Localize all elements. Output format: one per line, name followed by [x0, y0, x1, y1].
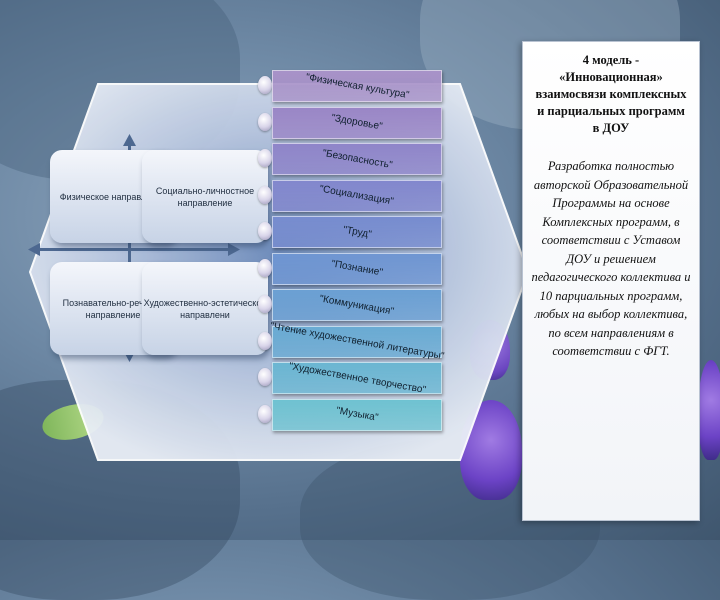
- quadrant-card-social: Социально-личностное направление: [142, 150, 268, 243]
- stack-item-label: "Познание": [330, 258, 384, 279]
- stack-connector-bead: [258, 295, 272, 313]
- stack-connector-bead: [258, 404, 272, 423]
- stack-item: "Безопасность": [272, 143, 442, 175]
- stack-item-label: "Здоровье": [330, 112, 384, 133]
- panel-title: 4 модель - «Инновационная» взаимосвязи к…: [535, 53, 687, 135]
- stack-item-label: "Художественное творчество": [287, 360, 427, 396]
- stack-connector-bead: [258, 368, 272, 386]
- stack-connector-bead: [258, 222, 272, 240]
- stack-item-label: "Чтение художественной литературы": [269, 320, 445, 363]
- stack-connector-bead: [258, 149, 272, 167]
- vertical-axis: [128, 142, 131, 356]
- quadrant-card-artistic: Художественно-эстетическое направлени: [142, 262, 268, 355]
- panel-body-text: Разработка полностью авторской Образоват…: [531, 159, 691, 358]
- stack-item: "Физическая культура": [272, 70, 442, 102]
- stack-item: "Музыка": [272, 398, 442, 431]
- stack-item-label: "Музыка": [335, 405, 379, 424]
- stack-connector-bead: [258, 258, 272, 277]
- stack-item: "Социализация": [272, 179, 442, 212]
- stack-connector-bead: [258, 112, 272, 131]
- stack-item: "Здоровье": [272, 106, 442, 139]
- stack-connector-bead: [258, 185, 272, 204]
- stack-item: "Художественное творчество": [272, 360, 442, 396]
- stack-connector-bead: [258, 331, 272, 350]
- lupine-flower-image: [698, 360, 720, 460]
- stack-item: "Познание": [272, 252, 442, 285]
- stack-item-label: "Социализация": [319, 183, 395, 208]
- stack-item: "Труд": [272, 216, 442, 248]
- stack-connector-bead: [258, 76, 272, 94]
- description-panel: 4 модель - «Инновационная» взаимосвязи к…: [522, 41, 700, 521]
- stack-item-label: "Безопасность": [321, 147, 393, 171]
- stack-item-label: "Коммуникация": [318, 293, 396, 317]
- stack-item-label: "Физическая культура": [304, 71, 410, 101]
- stack-item: "Коммуникация": [272, 289, 442, 321]
- horizontal-axis: [36, 248, 232, 251]
- stack-item: "Чтение художественной литературы": [269, 321, 445, 362]
- stack-item-label: "Труд": [341, 224, 373, 240]
